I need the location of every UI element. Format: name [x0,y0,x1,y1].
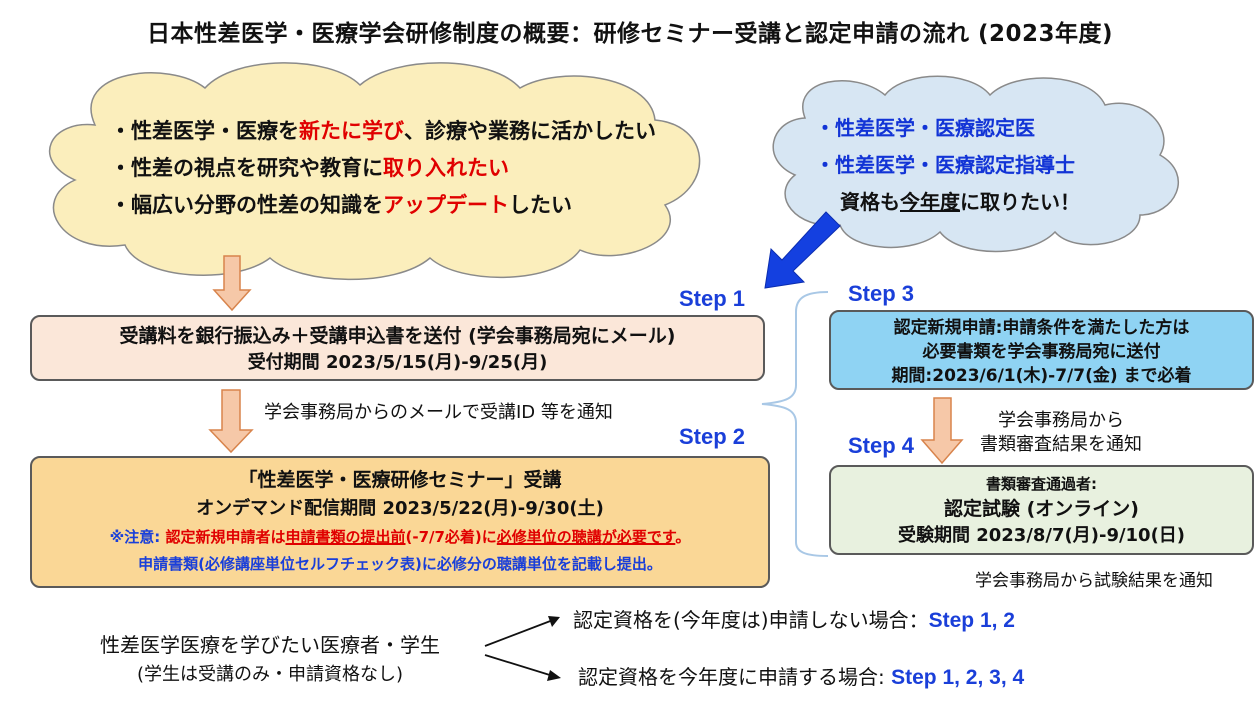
step-1-line-2: 受付期間 2023/5/15(月)-9/25(月) [247,352,548,373]
blue-diagonal-arrow [764,211,841,289]
cloud-left-text: ・性差医学・医療を新たに学び、診療や業務に活かしたい ・性差の視点を研究や教育に… [110,113,670,224]
page-title: 日本性差医学・医療学会研修制度の概要：研修セミナー受講と認定申請の流れ (202… [146,21,1114,47]
step-2-line-1: 「性差医学・医療研修セミナー」受講 [238,469,562,491]
target-audience: 性差医学医療を学びたい医療者・学生 (学生は受講のみ・申請資格なし) [100,633,440,685]
cloud-left-line-2: ・性差の視点を研究や教育に取り入れたい [110,156,509,180]
step-3-box: 認定新規申請:申請条件を満たした方は 必要書類を学会事務局宛に送付 期間:202… [829,310,1254,390]
notify-after-step-1: 学会事務局からのメールで受講ID 等を通知 [264,402,613,423]
step-4-label: Step 4 [848,433,915,458]
step-4-line-2: 認定試験 (オンライン) [944,498,1139,520]
cloud-right-line-3: 資格も今年度に取りたい！ [840,190,1080,214]
bracket [761,291,829,557]
branch-apply: 認定資格を今年度に申請する場合: Step 1, 2, 3, 4 [578,665,1025,689]
step-4-line-1: 書類審査通過者: [986,475,1097,493]
cloud-right-line-1: ・性差医学・医療認定医 [815,116,1035,140]
step-1-line-1: 受講料を銀行振込み＋受講申込書を送付 (学会事務局宛にメール) [119,325,676,347]
step-2-caution: ※注意: 認定新規申請者は申請書類の提出前(-7/7必着)に必修単位の聴講が必要… [109,528,691,546]
notify-after-step-3: 学会事務局から 書類審査結果を通知 [980,410,1142,455]
step-4-box: 書類審査通過者: 認定試験 (オンライン) 受験期間 2023/8/7(月)-9… [829,465,1254,555]
step-2-line-2: オンデマンド配信期間 2023/5/22(月)-9/30(土) [196,498,604,519]
step-3-line-2: 必要書類を学会事務局宛に送付 [922,342,1161,362]
step-3-line-1: 認定新規申請:申請条件を満たした方は [893,318,1190,338]
down-arrow-2 [208,389,254,454]
step-2-label: Step 2 [679,424,746,449]
branch-no-apply: 認定資格を(今年度は)申請しない場合：Step 1, 2 [573,608,1015,632]
branch-arrow-down [484,654,561,681]
step-1-label: Step 1 [679,286,746,311]
step-2-line-4: 申請書類(必修講座単位セルフチェック表)に必修分の聴講単位を記載し提出。 [138,555,662,573]
down-arrow-3 [920,397,964,465]
cloud-left-shape [48,62,701,281]
cloud-right-line-2: ・性差医学・医療認定指導士 [815,153,1075,177]
notify-after-step-4: 学会事務局から試験結果を通知 [975,571,1213,591]
cloud-left-line-3: ・幅広い分野の性差の知識をアップデートしたい [110,193,572,217]
cloud-left-line-1: ・性差医学・医療を新たに学び、診療や業務に活かしたい [110,119,656,143]
step-4-line-3: 受験期間 2023/8/7(月)-9/10(日) [897,525,1186,546]
cloud-right-text: ・性差医学・医療認定医 ・性差医学・医療認定指導士 資格も今年度に取りたい！ [815,110,1145,221]
branch-arrow-up [484,616,560,647]
step-1-box: 受講料を銀行振込み＋受講申込書を送付 (学会事務局宛にメール) 受付期間 202… [30,315,765,381]
step-2-box: 「性差医学・医療研修セミナー」受講 オンデマンド配信期間 2023/5/22(月… [30,456,770,588]
step-3-line-3: 期間:2023/6/1(木)-7/7(金) まで必着 [891,366,1192,386]
down-arrow-1 [212,255,252,312]
step-3-label: Step 3 [848,281,915,306]
